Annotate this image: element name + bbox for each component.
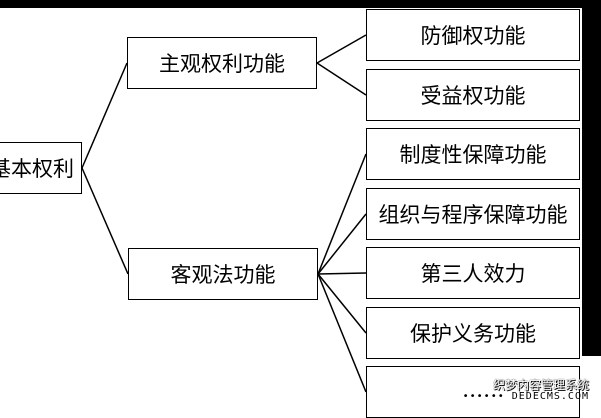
branch-subjective-rights: 主观权利功能: [127, 37, 317, 89]
root-node: 基本权利: [0, 142, 82, 194]
watermark: 织梦内容管理系统 •••••• DEDECMS.COM: [463, 379, 589, 402]
watermark-subtitle: •••••• DEDECMS.COM: [462, 390, 589, 402]
branch-objective-law: 客观法功能: [128, 248, 318, 300]
connector-subj-leaf1: [316, 62, 367, 96]
watermark-title: 织梦内容管理系统: [492, 377, 589, 392]
connector-root-obj: [81, 167, 129, 275]
right-border: [582, 0, 601, 356]
leaf-benefit-right: 受益权功能: [366, 69, 580, 121]
leaf-third-party-effect: 第三人效力: [366, 247, 580, 299]
leaf-defense-right: 防御权功能: [366, 9, 580, 61]
connector-subj-leaf0: [316, 34, 367, 64]
connector-obj-leaf5: [317, 273, 367, 334]
connector-root-subj: [81, 62, 128, 169]
top-border: [0, 0, 601, 8]
connector-obj-leaf2: [317, 153, 367, 275]
connector-obj-leaf3: [317, 213, 367, 275]
connector-obj-leaf4: [317, 272, 367, 275]
connector-obj-leaf6: [317, 273, 367, 393]
leaf-protection-duty: 保护义务功能: [366, 307, 580, 359]
leaf-partial-box: [366, 366, 580, 418]
leaf-institutional-guarantee: 制度性保障功能: [366, 128, 580, 180]
leaf-organization-procedure: 组织与程序保障功能: [366, 188, 580, 240]
